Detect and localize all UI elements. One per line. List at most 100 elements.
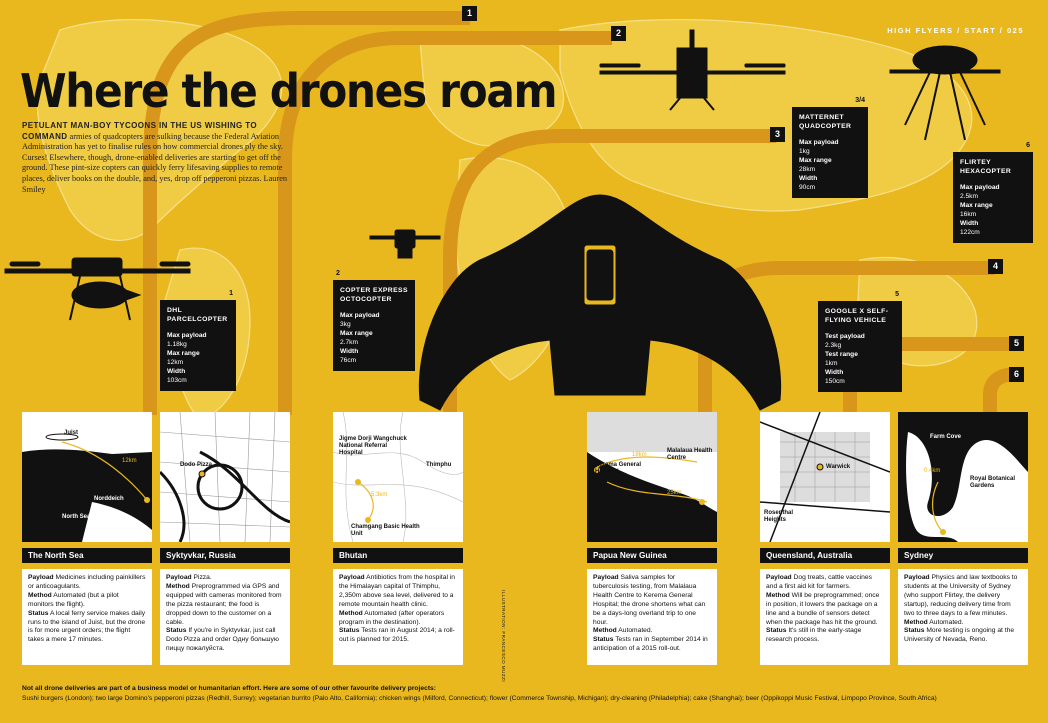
- field-value: Automated.: [929, 618, 964, 626]
- spec-value: 2.5km: [960, 193, 978, 200]
- page-header: HIGH FLYERS / START / 025: [887, 26, 1024, 35]
- spec-label: Max payload: [340, 312, 380, 319]
- png-map-drawing: [587, 412, 717, 542]
- map-distance: 18km: [632, 452, 647, 458]
- spec-label: Max range: [960, 202, 993, 209]
- drone-card-dhl: 1 DHL PARCELCOPTER Max payload 1.18kg Ma…: [160, 290, 236, 391]
- field-value: Automated.: [618, 627, 653, 635]
- spec-value: 103cm: [167, 377, 187, 384]
- field-value: Tests ran in September 2014 in anticipat…: [593, 636, 708, 653]
- copter-express-drone: [369, 229, 441, 259]
- map-distance: 25km: [667, 490, 682, 496]
- spec-value: 28km: [799, 166, 816, 173]
- map-distance: 5.3km: [371, 492, 388, 498]
- north-sea-map-drawing: [22, 412, 152, 542]
- region-title-queensland: Queensland, Australia: [760, 548, 890, 563]
- bhutan-map-drawing: [332, 411, 464, 543]
- drone-silhouettes: [4, 29, 1001, 411]
- field-value: Physics and law textbooks to students at…: [904, 574, 1018, 617]
- field-label: Method: [593, 627, 617, 635]
- queensland-map-drawing: [759, 411, 891, 543]
- intro-kicker: PETULANT MAN-BOY TYCOONS IN THE US WISHI…: [22, 121, 258, 141]
- field-value: Pizza.: [193, 574, 212, 581]
- region-text-north-sea: Payload Medicines including painkillers …: [22, 569, 152, 665]
- section-label: HIGH FLYERS: [887, 26, 954, 35]
- spec-value: 3kg: [340, 321, 351, 328]
- region-text-bhutan: Payload Antibiotics from the hospital in…: [333, 569, 463, 665]
- field-label: Payload: [766, 574, 792, 581]
- field-value: Saliva samples for tuberculosis testing,…: [593, 574, 706, 626]
- footer-body: Sushi burgers (London); two large Domino…: [22, 694, 937, 702]
- drone-card-title: FLIRTEY HEXACOPTER: [960, 159, 1012, 175]
- map-label: Jigme Dorji Wangchuck National Referral …: [339, 436, 407, 456]
- path-number-6: 6: [1009, 367, 1024, 382]
- field-label: Payload: [166, 574, 192, 581]
- google-wing-drone: [418, 194, 782, 411]
- spec-label: Test range: [825, 351, 858, 358]
- field-value: It's still in the early-stage research p…: [766, 627, 862, 644]
- field-value: Preprogrammed via GPS and equipped with …: [166, 582, 282, 626]
- field-label: Status: [28, 609, 49, 617]
- field-label: Payload: [593, 574, 619, 581]
- spec-value: 150cm: [825, 378, 845, 385]
- map-label: Norddeich: [94, 496, 124, 502]
- map-queensland: Warwick Rosenthal Heights: [759, 411, 891, 543]
- map-sydney: Farm Cove Royal Botanical Gardens 0.4km: [898, 412, 1028, 542]
- map-label: Royal Botanical Gardens: [970, 476, 1016, 489]
- drone-card-number: 2: [336, 270, 340, 277]
- field-label: Status: [766, 627, 787, 635]
- spec-value: 1kg: [799, 148, 810, 155]
- spec-label: Width: [799, 175, 818, 182]
- path-number-3: 3: [770, 127, 785, 142]
- spec-label: Max range: [799, 157, 832, 164]
- map-label: Thimphu: [426, 462, 452, 468]
- matternet-drone: [599, 29, 786, 111]
- field-label: Status: [339, 627, 360, 635]
- spec-label: Max range: [340, 330, 373, 337]
- path-number-1: 1: [462, 6, 477, 21]
- footer-lead: Not all drone deliveries are part of a b…: [22, 685, 436, 692]
- field-label: Status: [166, 627, 187, 635]
- intro-body: armies of quadcopters are sulking becaus…: [22, 131, 288, 194]
- spec-value: 2.7km: [340, 339, 358, 346]
- field-value: Antibiotics from the hospital in the Him…: [339, 574, 455, 608]
- drone-card-title: GOOGLE X SELF-FLYING VEHICLE: [825, 308, 889, 324]
- map-label: Chamgang Basic Health Unit: [351, 524, 420, 537]
- region-title-syktyvkar: Syktyvkar, Russia: [160, 548, 290, 563]
- spec-label: Width: [167, 368, 186, 375]
- field-value: Automated (but a pilot monitors the flig…: [28, 591, 119, 608]
- region-text-papua-new-guinea: Payload Saliva samples for tuberculosis …: [587, 569, 717, 665]
- intro-text: PETULANT MAN-BOY TYCOONS IN THE US WISHI…: [22, 121, 294, 195]
- drone-card-title: MATTERNET QUADCOPTER: [799, 114, 852, 130]
- map-label: North Sea: [62, 514, 91, 520]
- field-label: Status: [593, 636, 614, 644]
- map-label: Juist: [64, 430, 79, 436]
- drone-card-title: DHL PARCELCOPTER: [167, 307, 228, 323]
- field-label: Method: [766, 591, 790, 599]
- spec-label: Width: [960, 220, 979, 227]
- region-title-papua-new-guinea: Papua New Guinea: [587, 548, 717, 563]
- spec-label: Width: [825, 369, 844, 376]
- flirtey-drone: [889, 45, 1001, 141]
- field-value: Tests ran in August 2014; a roll-out is …: [339, 627, 455, 644]
- field-value: If you're in Syktyvkar, just call Dodo P…: [166, 627, 279, 653]
- spec-value: 16km: [960, 211, 977, 218]
- field-label: Method: [166, 582, 190, 590]
- spec-value: 12km: [167, 359, 184, 366]
- drone-card-number: 6: [1026, 142, 1030, 149]
- drone-card-number: 1: [229, 290, 233, 297]
- map-distance: 12km: [122, 458, 137, 464]
- map-distance: 0.4km: [924, 468, 941, 474]
- map-label: Rosenthal Heights: [764, 510, 794, 523]
- map-label: Kerema General Hospital: [595, 462, 642, 475]
- drone-card-number: 3/4: [855, 97, 865, 104]
- map-syktyvkar: Dodo Pizza: [158, 411, 291, 543]
- dhl-parcelcopter-drone: [4, 257, 191, 321]
- sydney-map-drawing: [898, 412, 1028, 542]
- drone-card-google-x: 5 GOOGLE X SELF-FLYING VEHICLE Test payl…: [818, 291, 902, 392]
- spec-label: Max payload: [167, 332, 207, 339]
- drone-card-flirtey: 6 FLIRTEY HEXACOPTER Max payload 2.5km M…: [953, 142, 1033, 243]
- drone-card-title: COPTER EXPRESS OCTOCOPTER: [340, 287, 408, 303]
- path-number-5: 5: [1009, 336, 1024, 351]
